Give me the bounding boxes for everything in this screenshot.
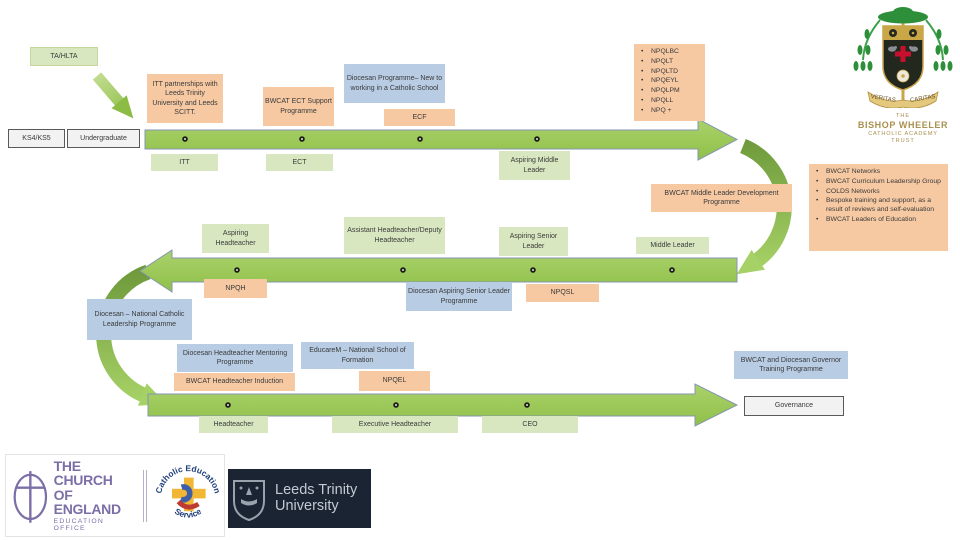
crest-subtitle: CATHOLIC ACADEMY: [868, 131, 938, 138]
npq-list: NPQLBC NPQLT NPQLTD NPQEYL NPQLPM NPQLL …: [636, 45, 682, 119]
coe-line2: OF ENGLAND: [53, 486, 121, 517]
executive-headteacher-label: Executive Headteacher: [332, 416, 458, 433]
undergraduate-box: Undergraduate: [67, 129, 140, 148]
governance-box: Governance: [744, 396, 844, 416]
npqel-box: NPQEL: [359, 371, 430, 391]
crest-icon: VERITAS CARITAS: [853, 7, 953, 109]
governor-training-box: BWCAT and Diocesan Governor Training Pro…: [734, 351, 848, 379]
crest-name: BISHOP WHEELER: [857, 119, 949, 130]
network-item: Bespoke training and support, as a resul…: [815, 197, 944, 215]
npq-item: NPQLTD: [640, 68, 680, 77]
headteacher-label: Headteacher: [199, 416, 268, 433]
assistant-deputy-headteacher-label: Assistant Headteacher/Deputy Headteacher: [344, 217, 445, 254]
ecf-box: ECF: [384, 109, 455, 126]
crest-trust: TRUST: [891, 138, 915, 145]
bwcat-middle-leader-dev-box: BWCAT Middle Leader Development Programm…: [651, 184, 792, 212]
bwcat-networks-list: BWCAT Networks BWCAT Curriculum Leadersh…: [811, 165, 946, 228]
aspiring-headteacher-label: Aspiring Headteacher: [202, 224, 269, 253]
ces-bottom-text: Service: [173, 505, 203, 519]
logo-separator: [143, 469, 147, 522]
ltu-line2: University: [275, 497, 339, 514]
leeds-trinity-university-logo: Leeds Trinity University: [228, 469, 371, 528]
npq-item: NPQLBC: [640, 48, 680, 57]
pathway-arrow-row1: [144, 118, 739, 161]
pathway-arrow-row2: [139, 249, 738, 293]
church-of-england-cross-icon: [13, 470, 48, 523]
partner-logos-panel: THE CHURCH OF ENGLAND EDUCATION OFFICE C…: [5, 454, 225, 537]
educarem-box: EducareM – National School of Formation: [301, 342, 414, 369]
network-item: BWCAT Leaders of Education: [815, 216, 944, 225]
bwcat-networks-box: BWCAT Networks BWCAT Curriculum Leadersh…: [809, 164, 948, 251]
crest-the: THE: [896, 113, 910, 119]
crest-motto-left: VERITAS: [870, 94, 896, 104]
npq-item: NPQLPM: [640, 87, 680, 96]
ect-label: ECT: [266, 154, 333, 171]
diocesan-national-catholic-leadership-box: Diocesan – National Catholic Leadership …: [87, 299, 192, 340]
diocesan-new-to-catholic-school-box: Diocesan Programme– New to working in a …: [344, 64, 445, 103]
milestone-dots: [182, 136, 675, 408]
npqsl-box: NPQSL: [526, 284, 599, 302]
bishop-wheeler-crest: VERITAS CARITAS THE BISHOP WHEELER CATHO…: [850, 4, 956, 144]
npq-item: NPQ +: [640, 107, 680, 116]
ta-to-pathway-arrow: [92, 72, 134, 119]
ltu-shield-icon: [233, 479, 265, 521]
ks4-ks5-box: KS4/KS5: [8, 129, 65, 148]
itt-label: ITT: [151, 154, 218, 171]
npq-item: NPQLL: [640, 97, 680, 106]
network-item: COLDS Networks: [815, 188, 944, 197]
church-of-england-logo: THE CHURCH OF ENGLAND EDUCATION OFFICE: [6, 459, 136, 532]
ltu-line1: Leeds Trinity: [275, 482, 358, 499]
crest-motto-right: CARITAS: [910, 94, 936, 104]
aspiring-middle-leader-label: Aspiring Middle Leader: [499, 151, 570, 180]
bwcat-ect-support-box: BWCAT ECT Support Programme: [263, 87, 334, 126]
svg-text:Service: Service: [173, 505, 203, 519]
npqh-box: NPQH: [204, 279, 267, 298]
catholic-education-service-logo: Catholic Education Service: [153, 463, 222, 520]
network-item: BWCAT Curriculum Leadership Group: [815, 178, 944, 187]
diocesan-headteacher-mentoring-box: Diocesan Headteacher Mentoring Programme: [177, 344, 293, 372]
network-item: BWCAT Networks: [815, 168, 944, 177]
aspiring-senior-leader-label: Aspiring Senior Leader: [499, 227, 568, 256]
npq-item: NPQLT: [640, 58, 680, 67]
ta-hlta-box: TA/HLTA: [30, 47, 98, 66]
diocesan-aspiring-senior-leader-box: Diocesan Aspiring Senior Leader Programm…: [406, 282, 512, 311]
ceo-label: CEO: [482, 416, 578, 433]
coe-line1: THE CHURCH: [53, 457, 113, 489]
npq-item: NPQEYL: [640, 77, 680, 86]
bwcat-headteacher-induction-box: BWCAT Headteacher Induction: [174, 373, 295, 391]
middle-leader-label: Middle Leader: [636, 237, 709, 254]
npq-list-box: NPQLBC NPQLT NPQLTD NPQEYL NPQLPM NPQLL …: [634, 44, 705, 121]
itt-partnerships-box: ITT partnerships with Leeds Trinity Univ…: [147, 74, 223, 123]
coe-line3: EDUCATION OFFICE: [53, 518, 104, 533]
